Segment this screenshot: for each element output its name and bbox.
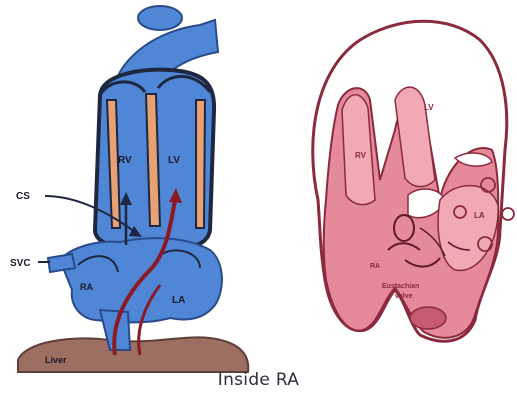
label-eustachian-2: valve bbox=[395, 293, 413, 300]
label-svc: SVC bbox=[10, 258, 31, 269]
label-la: LA bbox=[474, 211, 485, 220]
label-cs: CS bbox=[16, 191, 30, 202]
label-rv: RV bbox=[118, 155, 132, 166]
label-rv: RV bbox=[355, 151, 367, 160]
label-lv: LV bbox=[168, 155, 180, 166]
label-ra: RA bbox=[370, 263, 380, 270]
left-heart-diagram: RV LV CS SVC RA LA Liver bbox=[10, 6, 248, 372]
label-la: LA bbox=[172, 295, 185, 306]
label-liver: Liver bbox=[45, 355, 67, 365]
label-lv: LV bbox=[424, 103, 434, 112]
label-ra: RA bbox=[80, 282, 93, 292]
caption: Inside RA bbox=[0, 370, 517, 390]
label-eustachian-1: Eustachian bbox=[382, 283, 419, 290]
right-heart-diagram: LV RV LA RA Eustachian valve bbox=[313, 21, 514, 341]
